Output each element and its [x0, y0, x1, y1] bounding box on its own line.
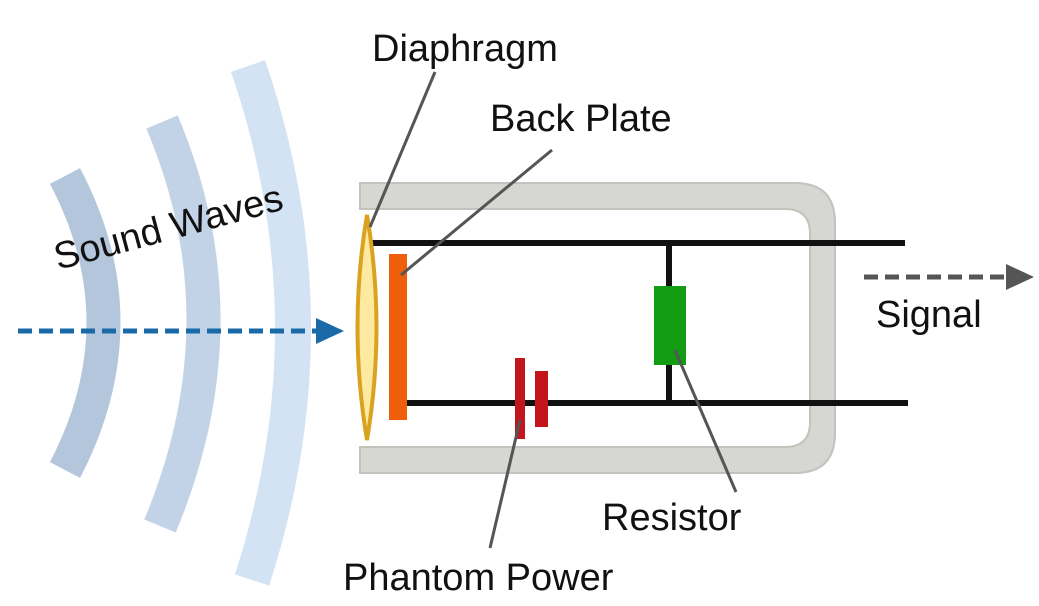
sound-waves [49, 60, 311, 586]
sound-wave-3 [230, 60, 311, 586]
diaphragm-label: Diaphragm [372, 28, 558, 70]
diaphragm-leader [368, 71, 437, 228]
diaphragm [355, 214, 379, 441]
resistor-label: Resistor [602, 497, 742, 539]
leader-lines [368, 71, 738, 549]
phantom-power-leader [488, 419, 522, 549]
back-plate-leader [400, 148, 553, 277]
phantom-power-battery [515, 358, 548, 439]
signal-arrow-head [1006, 264, 1034, 290]
sound-wave-1 [49, 168, 121, 478]
resistor [654, 286, 686, 365]
battery-long-plate [515, 358, 525, 439]
microphone-housing [359, 182, 836, 474]
back-plate [389, 254, 407, 420]
signal-output-arrow [864, 264, 1034, 290]
sound-input-arrow [18, 318, 344, 344]
back-plate-label: Back Plate [490, 98, 672, 140]
sound-wave-2 [144, 115, 221, 533]
resistor-leader [673, 349, 738, 493]
phantom-power-label: Phantom Power [343, 557, 614, 599]
battery-short-plate [535, 371, 548, 427]
sound-arrow-head [316, 318, 344, 344]
signal-label: Signal [876, 294, 982, 336]
